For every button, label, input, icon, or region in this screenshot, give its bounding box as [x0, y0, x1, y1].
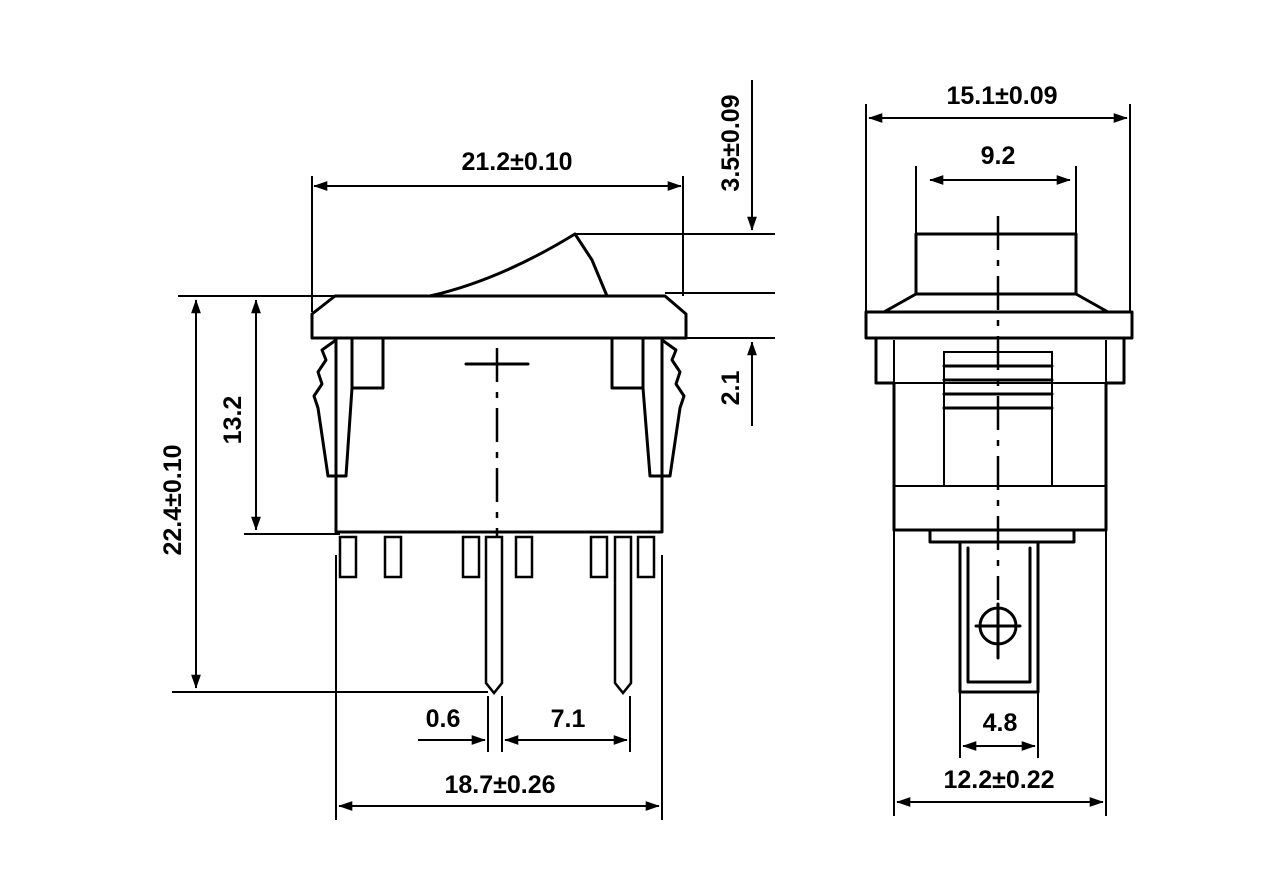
side-rocker	[914, 232, 1078, 296]
label-rocker-height: 3.5±0.09	[717, 94, 745, 191]
short-pin-2	[383, 535, 403, 579]
long-pin-right	[613, 535, 633, 696]
label-side-width-top: 15.1±0.09	[946, 82, 1057, 110]
label-front-width-bottom: 18.7±0.26	[444, 771, 555, 799]
label-front-height-body: 13.2	[219, 396, 247, 445]
long-pin-left	[484, 535, 504, 696]
label-side-width-bottom: 12.2±0.22	[943, 766, 1054, 794]
label-front-width-top: 21.2±0.10	[461, 148, 572, 176]
side-terminal	[958, 540, 1040, 694]
front-rocker	[428, 232, 609, 298]
front-left-clip	[312, 338, 354, 478]
front-body	[334, 336, 664, 534]
short-pin-3	[461, 535, 481, 579]
short-pin-6	[636, 535, 656, 579]
label-terminal-width: 4.8	[983, 709, 1018, 737]
front-view: 21.2±0.10 3.5±0.09 2.1 22.4±0.10 13.2 0.…	[159, 80, 775, 820]
label-side-rocker-width: 9.2	[981, 142, 1016, 170]
front-right-clip	[641, 338, 686, 478]
side-view: 15.1±0.09 9.2 4.8 12.2±0.22	[864, 82, 1134, 816]
label-front-height-total: 22.4±0.10	[159, 444, 187, 555]
label-pin-thickness: 0.6	[426, 705, 461, 733]
label-pin-spacing: 7.1	[551, 705, 586, 733]
short-pin-1	[338, 535, 358, 579]
short-pin-4	[514, 535, 534, 579]
short-pin-5	[589, 535, 609, 579]
label-flange-thickness: 2.1	[717, 371, 745, 406]
front-flange	[310, 294, 688, 340]
